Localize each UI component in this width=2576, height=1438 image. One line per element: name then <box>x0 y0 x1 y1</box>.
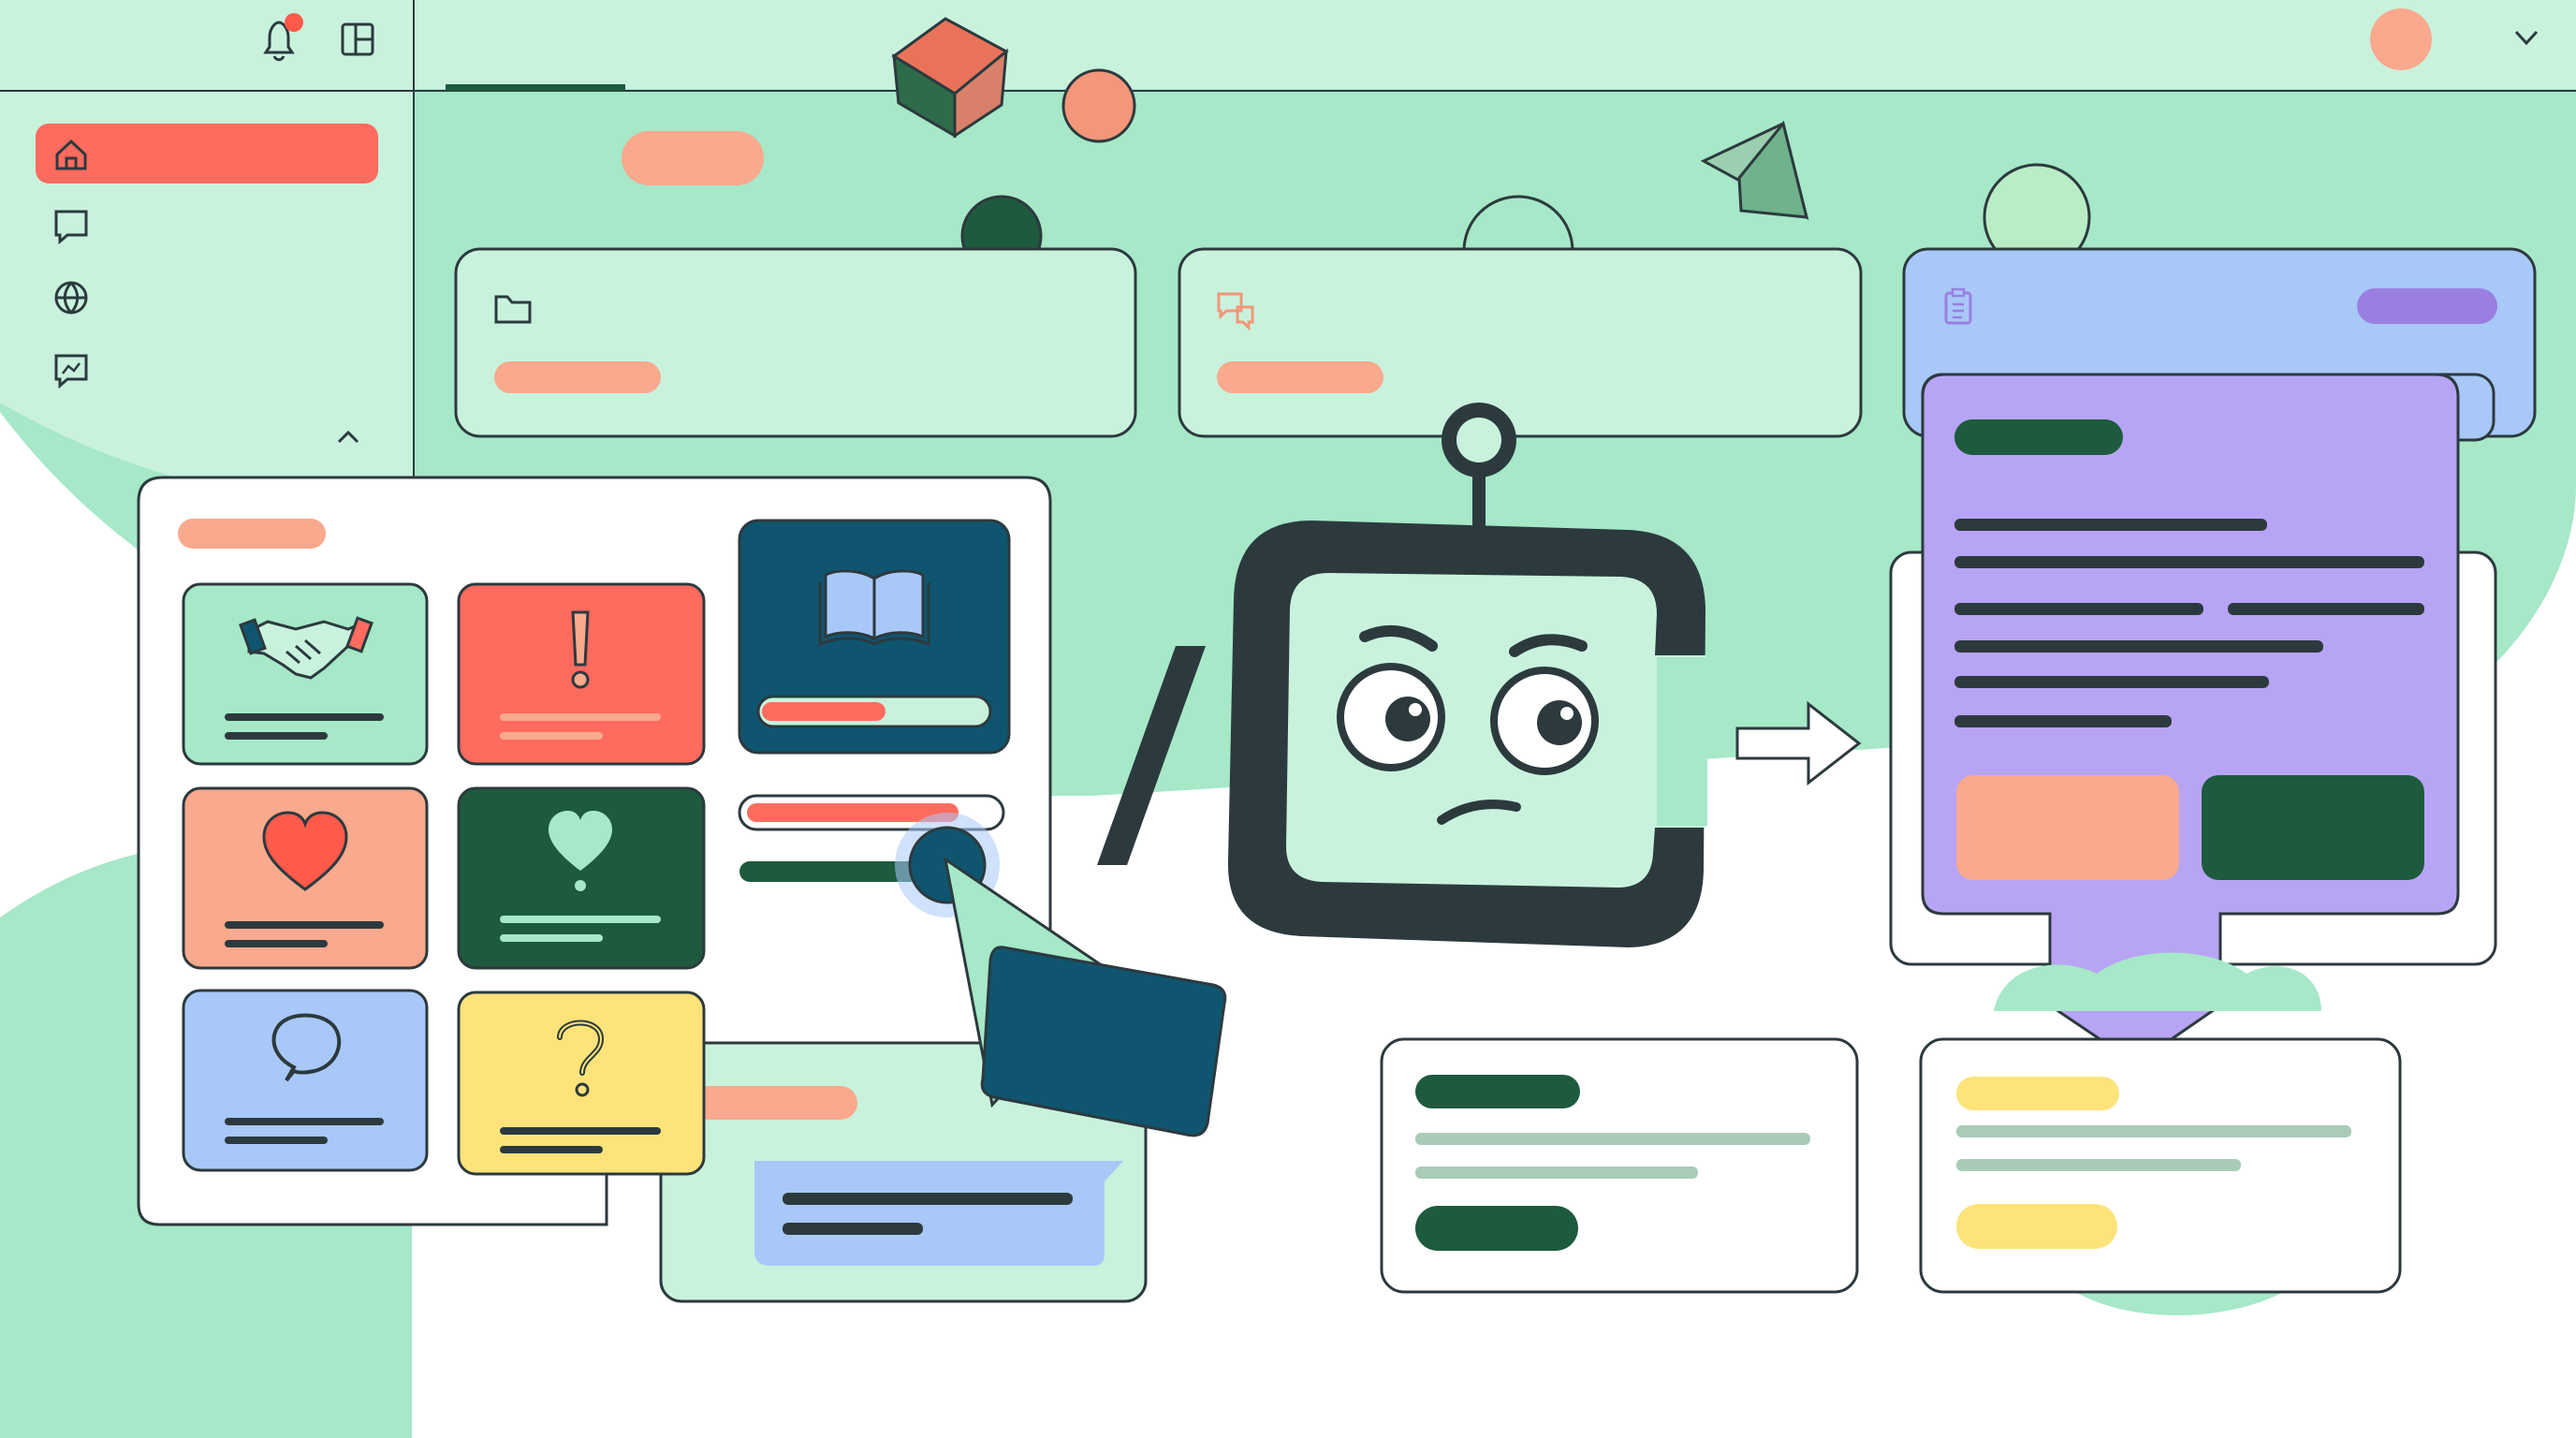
sphere-decoration-salmon <box>1061 68 1136 143</box>
chevron-up-icon[interactable] <box>337 430 359 444</box>
popup-card[interactable] <box>1921 373 2460 1065</box>
card-messages[interactable] <box>1178 247 1863 438</box>
slider-track[interactable] <box>739 861 927 882</box>
chevron-down-icon[interactable] <box>2514 30 2539 46</box>
list-card-yellow[interactable] <box>1919 1037 2402 1294</box>
clipboard-icon <box>1944 287 1972 325</box>
popup-line-6 <box>1954 676 2269 688</box>
pyramid-decoration <box>1700 120 1809 220</box>
background-mint-top <box>0 0 2576 89</box>
panel-header-tag <box>178 519 326 549</box>
tile-help[interactable] <box>457 990 706 1176</box>
tile-handshake[interactable] <box>182 582 429 766</box>
popup-line-2 <box>1954 556 2424 568</box>
sidebar-item-chat[interactable] <box>54 210 88 245</box>
globe-icon <box>54 281 88 315</box>
popup-line-5 <box>1954 640 2323 653</box>
handshake-icon <box>239 616 373 680</box>
popup-line-1 <box>1954 519 2267 531</box>
card-folder-bar <box>494 361 661 393</box>
question-icon <box>557 1020 605 1097</box>
bottom-cloud-decoration <box>1994 952 2321 1011</box>
sidebar-item-home[interactable] <box>36 124 378 183</box>
chat-icon <box>54 210 88 245</box>
folder-icon <box>494 295 532 324</box>
popup-secondary-button[interactable] <box>1956 775 2179 880</box>
list-card-green[interactable] <box>1380 1037 1859 1294</box>
floating-pill <box>622 131 764 185</box>
cube-decoration <box>891 17 1009 139</box>
chat-bubble-message <box>754 1161 1123 1266</box>
background-sidebar-panel <box>0 89 414 499</box>
message-line-1 <box>783 1193 1073 1205</box>
popup-line-4 <box>2228 603 2424 615</box>
robot-icon <box>1227 403 1707 947</box>
message-line-2 <box>783 1223 923 1235</box>
card-folder[interactable] <box>454 247 1137 438</box>
popup-line-7 <box>1954 715 2172 727</box>
tile-favorite[interactable] <box>457 786 706 970</box>
chat-bubbles-icon <box>1217 292 1254 331</box>
speech-bubble-icon <box>271 1013 342 1082</box>
compose-panel-tag <box>693 1086 857 1120</box>
book-icon <box>818 569 930 647</box>
bell-icon[interactable] <box>263 21 295 62</box>
alert-icon <box>571 610 590 689</box>
home-icon <box>55 139 87 170</box>
tile-heart[interactable] <box>182 786 429 970</box>
tile-comment[interactable] <box>182 989 429 1172</box>
popup-title-bar <box>1954 419 2123 455</box>
chart-message-icon <box>54 354 88 389</box>
layout-icon[interactable] <box>341 22 374 56</box>
active-tab-indicator[interactable] <box>446 84 625 91</box>
avatar[interactable] <box>2370 8 2432 70</box>
progress-fill <box>747 803 959 822</box>
sidebar-item-analytics[interactable] <box>54 354 88 389</box>
sidebar-item-globe[interactable] <box>54 281 88 315</box>
popup-primary-button[interactable] <box>2202 775 2424 880</box>
cursor-card <box>980 946 1227 1137</box>
slash-mark <box>1097 646 1206 865</box>
popup-line-3 <box>1954 603 2203 615</box>
tile-alert[interactable] <box>457 582 706 766</box>
notification-dot <box>285 13 303 32</box>
book-progress-fill <box>762 702 886 721</box>
card-messages-bar <box>1217 361 1383 393</box>
card-tasks-tag <box>2357 288 2497 324</box>
arrow-right-icon <box>1735 700 1862 786</box>
heart-like-icon <box>549 811 612 891</box>
heart-icon <box>262 811 348 891</box>
tile-book[interactable] <box>738 519 1011 755</box>
